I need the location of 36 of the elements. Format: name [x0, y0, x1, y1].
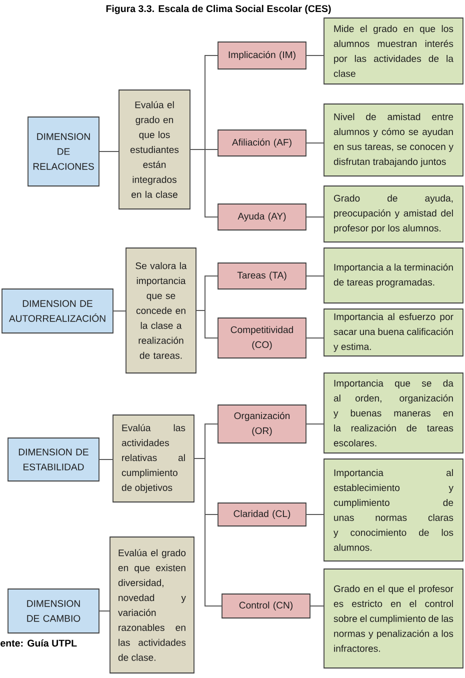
connector-line	[112, 310, 126, 312]
title: Figura 3.3. Escala de Clima Social Escolar (CES)	[106, 4, 331, 14]
subscale-box: Implicación (IM)	[218, 42, 306, 70]
subscale-box: Organización (OR)	[218, 404, 306, 444]
connector-line	[306, 55, 324, 56]
subscale-box: Control (CN)	[222, 594, 310, 618]
definition-box: Nivel de amistad entre alumnos y cómo se ayudan en sus tareas, se conocen y disfrutan trabajando juntos	[324, 104, 464, 176]
connector-line	[98, 459, 114, 460]
definition-box: Importancia a la terminación de tareas programadas.	[324, 248, 464, 304]
definition-box: Importancia al esfuerzo por sacar una buena calificación y estima.	[324, 308, 464, 356]
connector-line	[306, 514, 324, 515]
dimension-box: DIMENSION DE AUTORREALIZACIÓN	[2, 288, 114, 334]
subscale-box: Ayuda (AY)	[218, 204, 306, 230]
connector-line	[98, 151, 120, 152]
description-box: Evalúa las actividades relativas al cumplimiento de objetivos	[112, 414, 194, 502]
dimension-box: DIMENSION DE RELACIONES	[28, 116, 100, 186]
connector-line	[98, 610, 110, 612]
subscale-box: Claridad (CL)	[218, 502, 306, 526]
bracket-connector	[190, 55, 218, 218]
definition-box: Importancia que se da al orden, organización y buenas maneras en la realización de tareas escolares.	[324, 372, 464, 454]
definition-box: Importancia al establecimiento y cumplimiento de unas normas claras y conocimiento de los alumnos.	[324, 458, 464, 562]
description-box: Se valora la importancia que se concede en la clase a realización de tareas.	[126, 248, 196, 374]
description-box: Evalúa el grado en que existen diversidad, novedad y variación razonables en las actividades de clase.	[110, 536, 194, 674]
subscale-box: Afiliación (AF)	[218, 130, 306, 156]
connector-line	[306, 142, 324, 144]
dimension-box: DIMENSION DE CAMBIO	[8, 588, 100, 634]
dimension-box: DIMENSION DE ESTABILIDAD	[8, 438, 100, 482]
subscale-box: Competitividad (CO)	[218, 318, 306, 358]
bracket-connector	[194, 424, 222, 606]
subscale-box: Tareas (TA)	[218, 262, 306, 290]
definition-box: Mide el grado en que los alumnos muestran interés por las actividades de la clase	[324, 18, 464, 84]
bracket-connector	[196, 276, 218, 338]
connector-line	[306, 216, 324, 218]
definition-box: Grado en el que el profesor es estricto en el control sobre el cumplimiento de las normas y penalización a los infractores.	[324, 568, 464, 668]
description-box: Evalúa el grado en que los estudiantes están integrados en la clase	[118, 90, 190, 210]
definition-box: Grado de ayuda, preocupación y amistad del profesor por los alumnos.	[324, 186, 464, 242]
